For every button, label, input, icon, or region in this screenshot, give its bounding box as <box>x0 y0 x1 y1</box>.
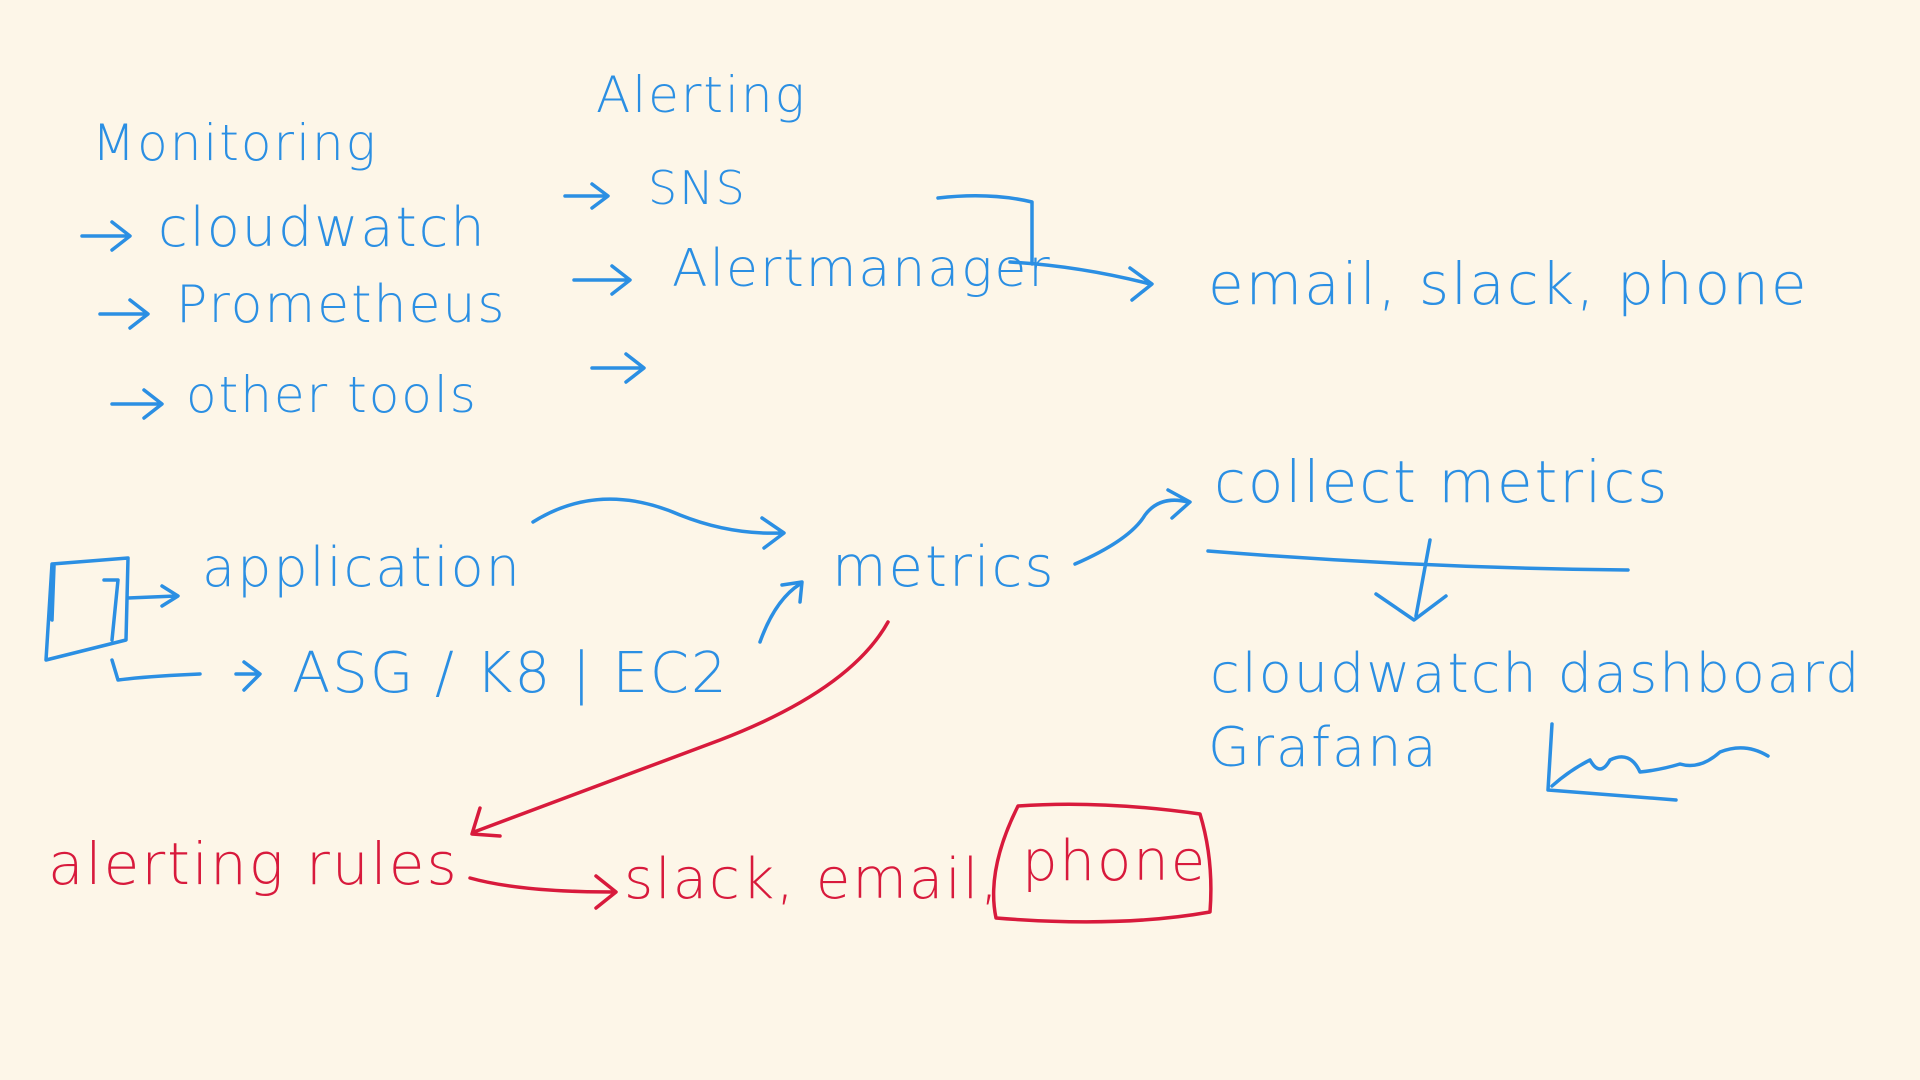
monitoring-item-cloudwatch: cloudwatch <box>158 196 487 259</box>
arrow-icon <box>110 388 164 420</box>
rules-label: alerting rules <box>48 830 459 898</box>
alerting-item-sns: SNS <box>648 161 747 215</box>
arrow-icon <box>563 182 610 210</box>
curved-arrow <box>758 580 804 644</box>
arrow-icon <box>98 298 150 330</box>
monitoring-item-other-tools: other tools <box>186 366 478 424</box>
arrow-icon <box>80 220 132 252</box>
rules-channels: slack, email, <box>624 847 1000 912</box>
rules-boxed-channel: phone <box>1022 829 1207 894</box>
source-box <box>44 556 262 692</box>
flow-metrics: metrics <box>832 535 1056 600</box>
arrow-icon <box>590 352 646 384</box>
divider-line <box>1206 538 1630 622</box>
monitoring-item-prometheus: Prometheus <box>176 275 507 335</box>
red-arrow <box>468 874 618 910</box>
highlight-box <box>991 802 1213 924</box>
bracket-connector <box>936 194 1154 302</box>
monitoring-heading: Monitoring <box>92 114 378 172</box>
alerting-heading: Alerting <box>596 66 807 124</box>
chart-sketch-icon <box>1546 722 1770 802</box>
curved-arrow <box>531 497 786 550</box>
flow-cloudwatch-dashboard: cloudwatch dashboard <box>1210 642 1861 705</box>
flow-application: application <box>202 536 522 599</box>
alerting-item-alertmanager: Alertmanager <box>672 239 1052 299</box>
flow-collect-metrics: collect metrics <box>1214 448 1669 516</box>
arrow-icon <box>572 264 632 296</box>
flow-infra: ASG / K8 | EC2 <box>292 641 729 706</box>
red-curved-arrow <box>470 620 890 838</box>
curved-arrow <box>1073 488 1192 566</box>
flow-grafana: Grafana <box>1208 716 1439 779</box>
alert-channels: email, slack, phone <box>1208 250 1809 318</box>
